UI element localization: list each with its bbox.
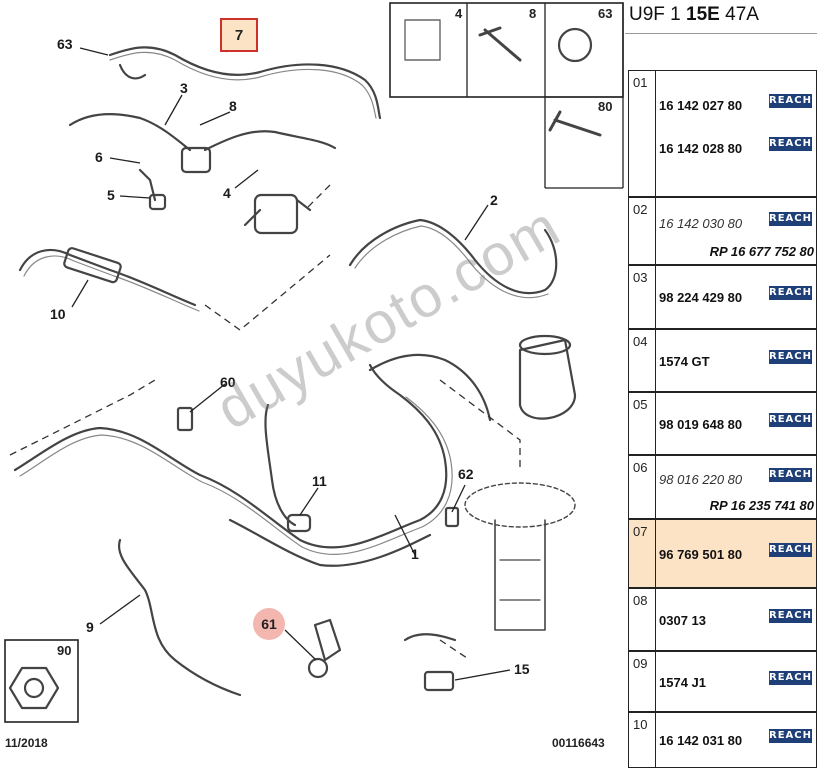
pipe-4 — [203, 130, 337, 152]
part-callout-7[interactable]: 7 — [220, 18, 258, 52]
part-label-8[interactable]: 8 — [229, 98, 237, 114]
pipe-1 — [13, 363, 448, 549]
pipe-2 — [348, 218, 558, 295]
reach-badge: REACH — [769, 609, 812, 623]
part-number: 98 019 648 80 — [659, 417, 743, 432]
row-number: 02 — [629, 198, 656, 264]
high-pressure-pump — [253, 193, 299, 235]
row-number: 01 — [629, 71, 656, 196]
box-label-8: 8 — [529, 6, 537, 21]
row-number: 03 — [629, 266, 656, 328]
reach-badge: REACH — [769, 137, 812, 151]
pipe-10 — [18, 248, 197, 307]
part-number: 1574 GT — [659, 354, 710, 369]
reach-badge: REACH — [769, 729, 812, 743]
part-number: 16 142 030 80 — [659, 216, 743, 231]
box-label-90: 90 — [57, 643, 72, 658]
reach-badge: REACH — [769, 94, 812, 108]
part-number: 0307 13 — [659, 613, 706, 628]
part-number: 16 142 027 80 — [659, 98, 743, 113]
header-bold: 15E — [686, 4, 720, 25]
row-number: 10 — [629, 713, 656, 767]
replacement-part-number: RP 16 677 752 80 — [709, 244, 814, 259]
row-number: 09 — [629, 652, 656, 711]
part-number: 16 142 028 80 — [659, 141, 743, 156]
part-label-6[interactable]: 6 — [95, 149, 103, 165]
part-label-15[interactable]: 15 — [514, 661, 530, 677]
diagram-drawing — [4, 2, 624, 723]
pipe-9 — [117, 538, 242, 697]
reach-badge: REACH — [769, 286, 812, 300]
footer-date: 11/2018 — [5, 736, 48, 750]
part-label-5[interactable]: 5 — [107, 187, 115, 203]
fuel-filter — [518, 338, 577, 420]
pipe-7 — [108, 46, 382, 120]
header-suffix: 47A — [719, 4, 759, 25]
box-label-80: 80 — [598, 99, 613, 114]
row-number: 05 — [629, 393, 656, 454]
part-number: 1574 J1 — [659, 675, 706, 690]
part-label-63[interactable]: 63 — [57, 36, 73, 52]
box-label-63: 63 — [598, 6, 613, 21]
row-number: 06 — [629, 456, 656, 518]
box-label-4: 4 — [455, 6, 463, 21]
reach-badge: REACH — [769, 212, 812, 226]
part-label-11[interactable]: 11 — [312, 473, 327, 489]
part-label-9[interactable]: 9 — [86, 619, 94, 635]
model-header: U9F 1 15E 47A — [625, 0, 817, 34]
footer-reference: 00116643 — [552, 736, 605, 750]
pipe-3 — [68, 113, 192, 152]
parts-diagram: 7 61 63 3 8 6 5 4 2 10 60 11 62 1 9 15 4… — [4, 2, 624, 750]
part-label-10[interactable]: 10 — [50, 306, 66, 322]
part-label-3[interactable]: 3 — [180, 80, 188, 96]
part-callout-61[interactable]: 61 — [253, 608, 285, 640]
part-label-60[interactable]: 60 — [220, 374, 236, 390]
part-label-1[interactable]: 1 — [411, 546, 419, 562]
row-number: 04 — [629, 330, 656, 391]
reach-badge: REACH — [769, 468, 812, 482]
reach-badge: REACH — [769, 671, 812, 685]
replacement-part-number: RP 16 235 741 80 — [709, 498, 814, 513]
reach-badge: REACH — [769, 543, 812, 557]
part-label-62[interactable]: 62 — [458, 466, 474, 482]
reach-badge: REACH — [769, 350, 812, 364]
part-label-2[interactable]: 2 — [490, 192, 498, 208]
header-divider — [625, 33, 817, 34]
row-number: 08 — [629, 589, 656, 650]
part-number: 98 016 220 80 — [659, 472, 743, 487]
reach-badge: REACH — [769, 413, 812, 427]
header-prefix: U9F 1 — [629, 4, 687, 25]
part-label-4[interactable]: 4 — [223, 185, 231, 201]
part-number: 16 142 031 80 — [659, 733, 743, 748]
part-number: 98 224 429 80 — [659, 290, 743, 305]
part-number: 96 769 501 80 — [659, 547, 743, 562]
row-number: 07 — [629, 520, 656, 587]
